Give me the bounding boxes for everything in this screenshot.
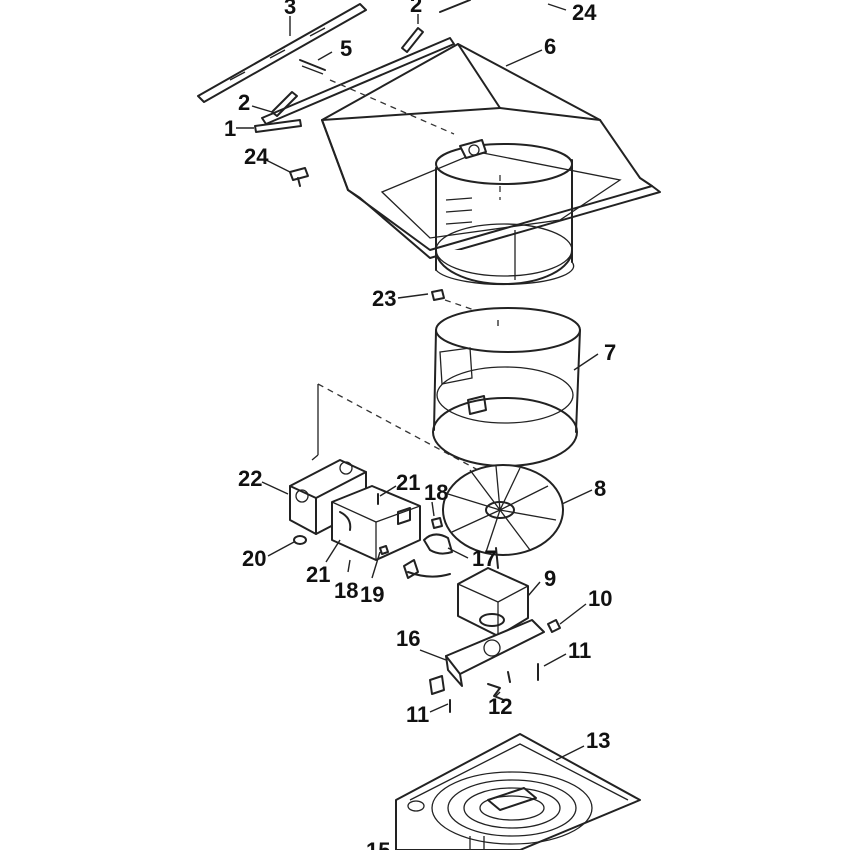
part-12-clip — [487, 671, 511, 701]
callout-16: 16 — [396, 626, 420, 651]
part-7-blower-scroll — [432, 307, 581, 467]
callout-24-left: 24 — [244, 144, 269, 169]
callout-11-left: 11 — [406, 702, 429, 727]
part-5-bar — [261, 37, 455, 125]
part-16-motor-plate — [429, 619, 545, 695]
callout-leaders — [236, 3, 599, 761]
callout-24-top: 24 — [572, 0, 597, 25]
callout-18-top: 18 — [424, 480, 448, 505]
assembly-centerline-3 — [317, 383, 479, 471]
part-19-cover-plate — [331, 485, 421, 561]
callout-20: 21 — [396, 470, 420, 495]
callout-1: 1 — [224, 116, 236, 141]
callout-3: 3 — [284, 0, 296, 19]
part-18-screw-a — [431, 517, 443, 529]
wire-routing-line — [311, 384, 319, 461]
part-8-fan-blade — [442, 464, 564, 556]
part-10-screw — [547, 619, 561, 633]
callout-5: 5 — [340, 36, 352, 61]
callout-18-lower: 19 — [360, 582, 384, 607]
callout-7: 7 — [604, 340, 616, 365]
assembly-centerline — [329, 79, 455, 135]
callout-21-left: 20 — [242, 546, 266, 571]
part-21-nut-left — [293, 535, 307, 545]
part-2-bracket-lower — [271, 91, 298, 117]
callout-23: 23 — [372, 286, 396, 311]
part-24-screw-left — [289, 167, 309, 187]
callout-9: 9 — [544, 566, 556, 591]
callout-19: 18 — [334, 578, 358, 603]
callout-6: 6 — [544, 34, 556, 59]
callout-17: 17 — [472, 546, 496, 571]
callout-10: 10 — [588, 586, 612, 611]
part-9-motor — [403, 547, 529, 637]
callout-15: 15 — [366, 838, 390, 850]
callout-21-lower: 21 — [306, 562, 330, 587]
part-2-bracket-top — [401, 27, 424, 53]
callout-11-right: 11 — [568, 638, 591, 663]
callout-2-top: 2 — [410, 0, 422, 17]
callout-2-lower: 2 — [238, 90, 250, 115]
part-13-grille — [395, 733, 641, 850]
callout-13: 13 — [586, 728, 610, 753]
part-3-mounting-bar — [197, 3, 367, 103]
part-24-screw-top — [439, 0, 471, 13]
callout-22: 22 — [238, 466, 262, 491]
part-1-clip — [254, 119, 302, 133]
callout-12: 12 — [488, 694, 512, 719]
part-18-screw-b — [379, 545, 389, 555]
part-23-screw — [431, 289, 445, 301]
part-6-housing — [321, 43, 661, 286]
callout-8: 8 — [594, 476, 606, 501]
part-17-clip — [423, 533, 453, 555]
